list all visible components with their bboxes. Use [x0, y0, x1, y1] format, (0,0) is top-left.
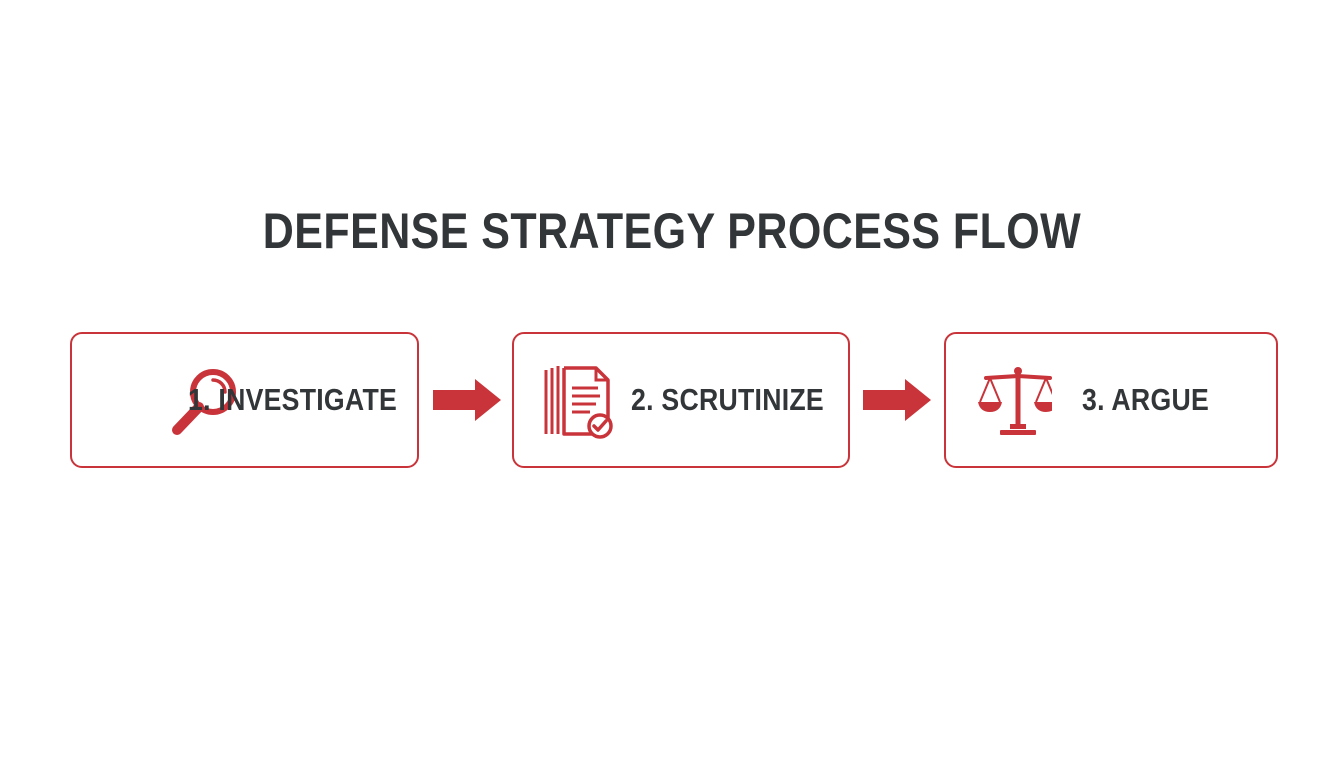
step-label: 3. ARGUE [1082, 382, 1209, 417]
step-argue: 3. ARGUE [944, 332, 1278, 468]
scales-of-justice-icon [978, 367, 1052, 435]
document-check-icon [544, 366, 613, 439]
diagram-title: DEFENSE STRATEGY PROCESS FLOW [262, 203, 1082, 259]
step-investigate: 1. INVESTIGATE [70, 332, 419, 468]
step-scrutinize: 2. SCRUTINIZE [512, 332, 850, 468]
arrow-right-icon [863, 379, 931, 421]
step-label: 2. SCRUTINIZE [631, 382, 824, 417]
arrow-right-icon [433, 379, 501, 421]
step-label: 1. INVESTIGATE [188, 382, 398, 417]
magnifying-glass-icon [172, 369, 236, 435]
